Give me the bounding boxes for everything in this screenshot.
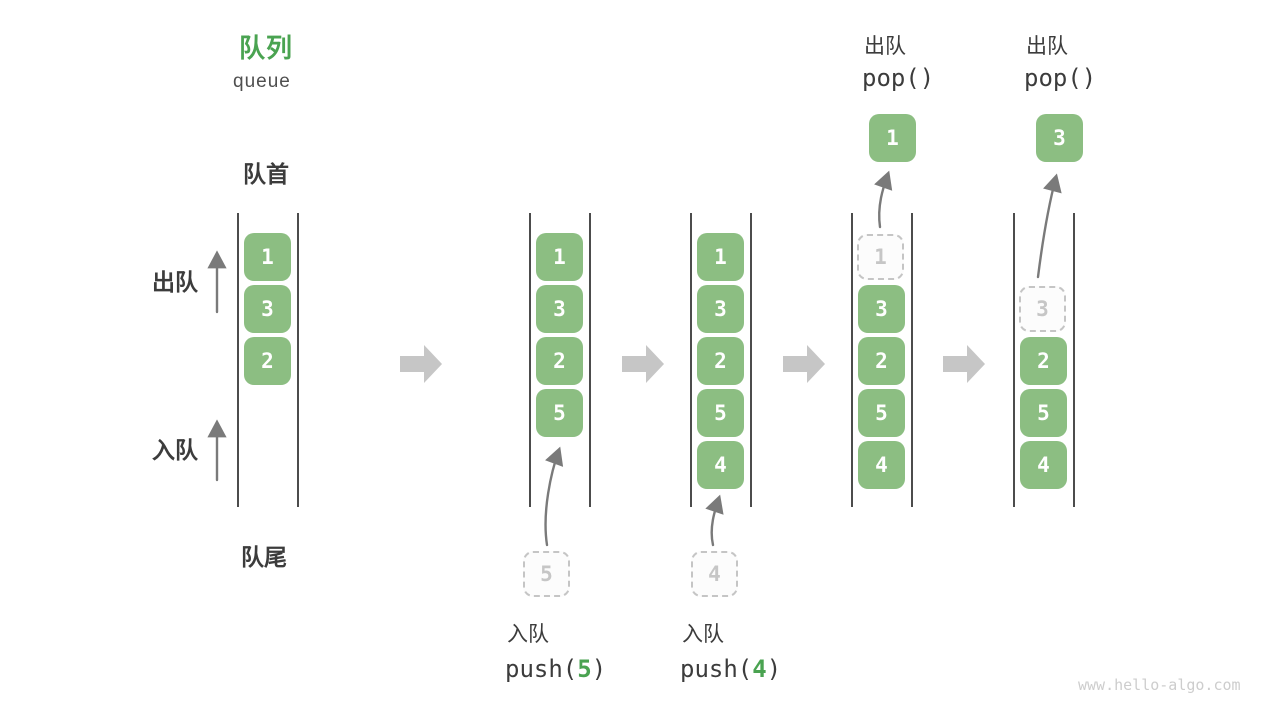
popped-item-box: 3: [1036, 114, 1083, 162]
enqueue-side-label: 入队: [152, 437, 198, 463]
queue-item-box: 3: [858, 285, 905, 333]
column-line: [911, 213, 913, 507]
queue-item-box: 3: [244, 285, 291, 333]
queue-item-box: 3: [697, 285, 744, 333]
queue-item-box: 5: [858, 389, 905, 437]
popped-ghost-box: 3: [1019, 286, 1066, 332]
enqueue-op-label: 入队: [682, 623, 724, 646]
push-close-text: ): [591, 655, 607, 683]
push-close-text: ): [766, 655, 782, 683]
queue-item-box: 1: [697, 233, 744, 281]
state-transition-arrow-icon: [783, 345, 825, 383]
state-transition-arrow-icon: [400, 345, 442, 383]
incoming-ghost-box: 4: [691, 551, 738, 597]
queue-item-box: 3: [536, 285, 583, 333]
column-line: [750, 213, 752, 507]
push-arrow-icon: [544, 446, 564, 547]
column-line: [1013, 213, 1015, 507]
queue-item-box: 2: [697, 337, 744, 385]
column-line: [1073, 213, 1075, 507]
column-line: [589, 213, 591, 507]
queue-item-box: 2: [244, 337, 291, 385]
pop-arrow-icon: [874, 170, 893, 229]
enqueue-op-label: 入队: [507, 623, 549, 646]
dequeue-side-label: 出队: [152, 269, 198, 295]
pop-arrow-icon: [1036, 173, 1062, 279]
state-transition-arrow-icon: [622, 345, 664, 383]
push-fn-text: push(: [680, 655, 753, 683]
column-line: [690, 213, 692, 507]
state-transition-arrow-icon: [943, 345, 985, 383]
column-line: [297, 213, 299, 507]
queue-item-box: 4: [697, 441, 744, 489]
column-line: [237, 213, 239, 507]
dequeue-op-label: 出队: [1026, 35, 1068, 58]
queue-item-box: 2: [536, 337, 583, 385]
queue-item-box: 5: [536, 389, 583, 437]
queue-item-box: 5: [1020, 389, 1067, 437]
diagram-title-zh: 队列: [239, 33, 294, 63]
diagram-title-en: queue: [233, 71, 291, 92]
queue-item-box: 5: [697, 389, 744, 437]
pop-call-label: pop(): [1024, 64, 1097, 92]
queue-item-box: 4: [858, 441, 905, 489]
dequeue-op-label: 出队: [864, 35, 906, 58]
push-call-label: push(5): [505, 655, 606, 683]
incoming-ghost-box: 5: [523, 551, 570, 597]
queue-item-box: 2: [858, 337, 905, 385]
column-line: [851, 213, 853, 507]
pop-call-label: pop(): [862, 64, 935, 92]
queue-front-label: 队首: [243, 161, 289, 187]
push-arg-text: 4: [752, 655, 767, 683]
watermark: www.hello-algo.com: [1078, 676, 1241, 694]
push-arg-text: 5: [577, 655, 592, 683]
queue-item-box: 4: [1020, 441, 1067, 489]
queue-item-box: 2: [1020, 337, 1067, 385]
queue-item-box: 1: [244, 233, 291, 281]
push-fn-text: push(: [505, 655, 578, 683]
push-arrow-icon: [705, 494, 724, 547]
column-line: [529, 213, 531, 507]
queue-item-box: 1: [536, 233, 583, 281]
queue-rear-label: 队尾: [241, 544, 287, 570]
popped-item-box: 1: [869, 114, 916, 162]
push-call-label: push(4): [680, 655, 781, 683]
popped-ghost-box: 1: [857, 234, 904, 280]
